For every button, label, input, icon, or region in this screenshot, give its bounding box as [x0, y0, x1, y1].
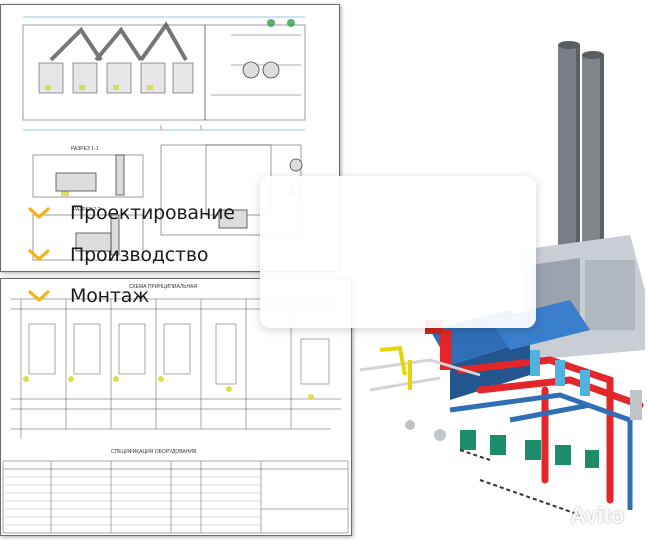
- layout-drawing-sheet: РАЗРЕЗ 1-1 РАЗРЕЗ 2-2: [0, 4, 340, 272]
- avito-watermark: Avito: [540, 500, 624, 532]
- menu-item-label: Проектирование: [70, 202, 235, 224]
- section-2-label: РАЗРЕЗ 2-2: [73, 207, 101, 213]
- chevron-check-icon: [28, 290, 50, 302]
- menu-item-label: Монтаж: [70, 285, 150, 307]
- services-card: [260, 176, 536, 328]
- chevron-check-icon: [28, 249, 50, 261]
- avito-dots-logo: [543, 506, 564, 527]
- schematic-drawing: [2, 298, 349, 534]
- menu-item-production: Производство: [28, 240, 209, 270]
- avito-watermark-text: Avito: [570, 503, 625, 528]
- menu-item-label: Производство: [70, 244, 209, 266]
- spec-table-title: СПЕЦИФИКАЦИЯ ОБОРУДОВАНИЯ: [111, 449, 197, 455]
- section-1-label: РАЗРЕЗ 1-1: [71, 146, 99, 152]
- menu-item-installation: Монтаж: [28, 281, 149, 311]
- menu-item-design: Проектирование: [28, 198, 235, 228]
- chevron-check-icon: [28, 207, 50, 219]
- schematic-title: СХЕМА ПРИНЦИПИАЛЬНАЯ: [129, 284, 198, 290]
- layout-drawing: [22, 16, 306, 261]
